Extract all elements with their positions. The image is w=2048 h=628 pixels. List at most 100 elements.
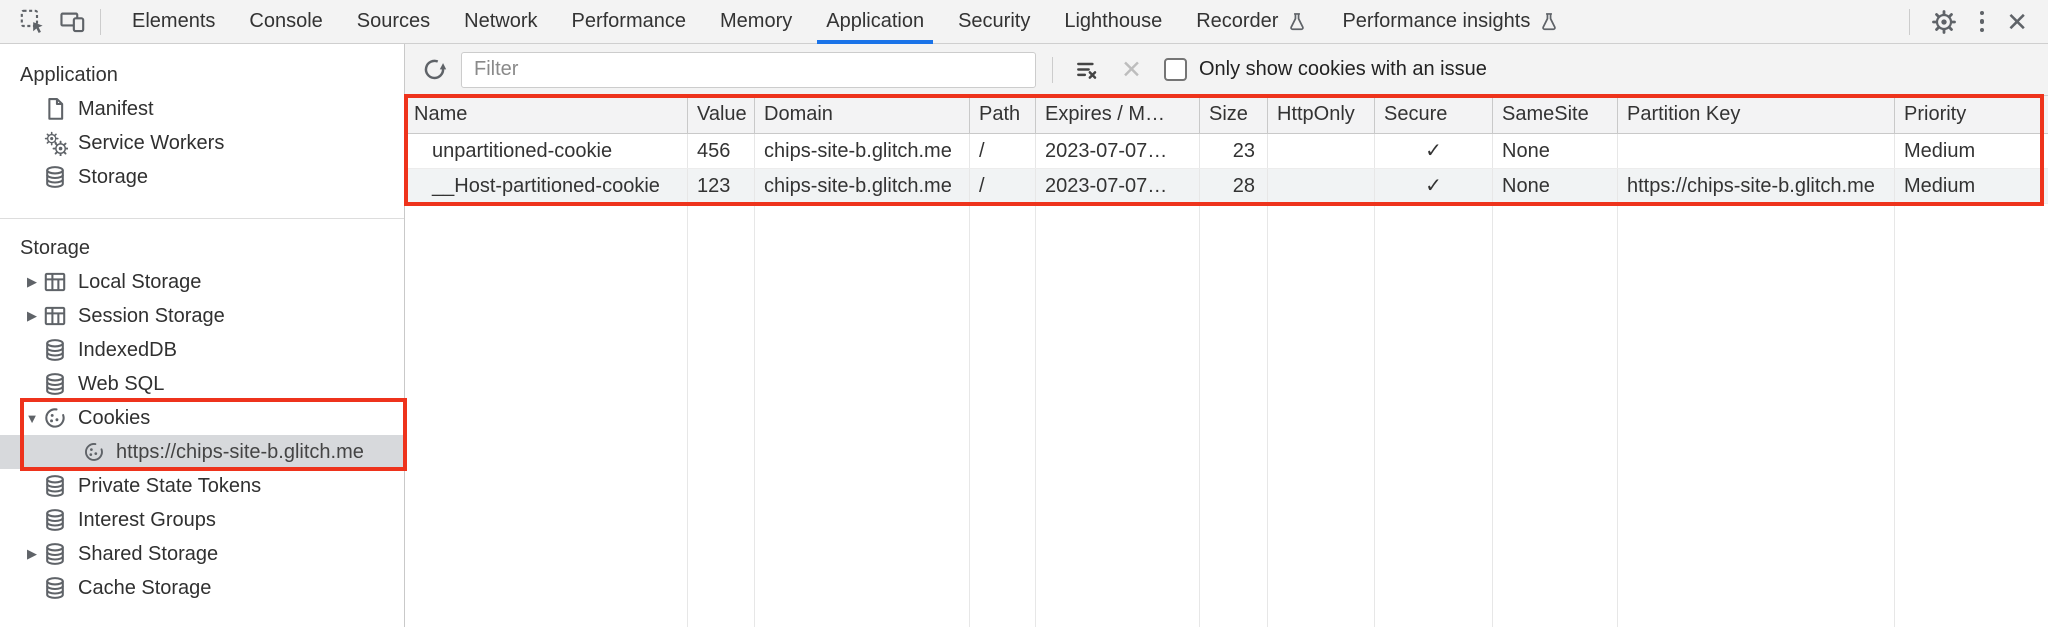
column-header-domain[interactable]: Domain: [755, 96, 970, 133]
cell-domain: chips-site-b.glitch.me: [755, 134, 970, 168]
sidebar-item-cookie-origin[interactable]: https://chips-site-b.glitch.me: [0, 435, 404, 469]
delete-cookie-button-disabled: ✕: [1121, 55, 1142, 84]
sidebar-item-web-sql[interactable]: Web SQL: [0, 367, 404, 401]
sidebar-item-session-storage[interactable]: ▶ Session Storage: [0, 299, 404, 333]
refresh-button[interactable]: [415, 51, 453, 89]
table-empty-area: [405, 204, 2048, 627]
sidebar-item-label: Shared Storage: [78, 542, 219, 565]
column-header-expires[interactable]: Expires / M…: [1036, 96, 1200, 133]
column-header-httponly[interactable]: HttpOnly: [1268, 96, 1375, 133]
toggle-device-toolbar-button[interactable]: [52, 0, 92, 44]
more-options-button[interactable]: [1970, 10, 1995, 33]
gear-icon: [1930, 8, 1958, 36]
sidebar-item-indexeddb[interactable]: IndexedDB: [0, 333, 404, 367]
cell-secure-checkmark: ✓: [1375, 169, 1493, 203]
table-row[interactable]: unpartitioned-cookie 456 chips-site-b.gl…: [405, 134, 2048, 169]
application-section: Application Manifest Service Workers Sto…: [0, 44, 404, 219]
tab-recorder[interactable]: Recorder: [1179, 0, 1325, 44]
tab-memory[interactable]: Memory: [703, 0, 809, 44]
chevron-right-icon[interactable]: ▶: [27, 546, 37, 561]
document-icon: [42, 96, 68, 122]
column-header-name[interactable]: Name: [405, 96, 688, 133]
cell-path: /: [970, 134, 1036, 168]
column-header-priority[interactable]: Priority: [1904, 103, 1967, 125]
tab-label: Console: [249, 10, 323, 32]
sidebar-item-cookies[interactable]: ▼ Cookies: [0, 401, 404, 435]
sidebar-item-shared-storage[interactable]: ▶ Shared Storage: [0, 537, 404, 571]
service-workers-icon: [42, 130, 68, 156]
table-icon: [42, 303, 68, 329]
cell-samesite: None: [1493, 134, 1618, 168]
tab-elements[interactable]: Elements: [115, 0, 232, 44]
chevron-right-icon[interactable]: ▶: [27, 308, 37, 323]
cookies-table: Name Value Domain Path Expires / M… Size…: [404, 94, 2048, 627]
tab-label: Sources: [356, 10, 431, 32]
panel-tabs: Elements Console Sources Network Perform…: [115, 0, 1577, 44]
tab-security[interactable]: Security: [941, 0, 1047, 44]
column-header-value[interactable]: Value: [688, 96, 755, 133]
cell-name: __Host-partitioned-cookie: [405, 169, 688, 203]
column-header-partition-key[interactable]: Partition Key: [1618, 96, 1895, 133]
column-header-path[interactable]: Path: [970, 96, 1036, 133]
tab-label: Security: [958, 10, 1031, 32]
chevron-down-icon[interactable]: ▼: [25, 410, 39, 426]
empty-cell: [1200, 204, 1268, 627]
column-header-samesite[interactable]: SameSite: [1493, 96, 1618, 133]
inspect-element-button[interactable]: [12, 0, 52, 44]
cell-priority: Medium: [1904, 175, 1976, 197]
cell-value: 456: [688, 134, 755, 168]
table-icon: [42, 269, 68, 295]
empty-cell: [1493, 204, 1618, 627]
sidebar-item-local-storage[interactable]: ▶ Local Storage: [0, 265, 404, 299]
database-icon: [42, 473, 68, 499]
cell-size: 28: [1200, 169, 1268, 203]
cell-expires: 2023-07-07…: [1036, 169, 1200, 203]
tab-performance-insights[interactable]: Performance insights: [1325, 0, 1577, 44]
cookie-icon: [82, 440, 106, 464]
cell-name: unpartitioned-cookie: [405, 134, 688, 168]
table-row[interactable]: __Host-partitioned-cookie 123 chips-site…: [405, 169, 2048, 204]
column-header-secure[interactable]: Secure: [1375, 96, 1493, 133]
empty-cell: [1375, 204, 1493, 627]
tab-network[interactable]: Network: [447, 0, 554, 44]
settings-button[interactable]: [1924, 0, 1964, 44]
sidebar-item-service-workers[interactable]: Service Workers: [0, 126, 404, 160]
application-section-title: Application: [20, 64, 118, 86]
only-issue-filter[interactable]: Only show cookies with an issue: [1163, 58, 1487, 81]
tab-sources[interactable]: Sources: [340, 0, 447, 44]
sidebar-item-manifest[interactable]: Manifest: [0, 92, 404, 126]
tab-application[interactable]: Application: [809, 0, 941, 44]
clear-filter-button[interactable]: [1069, 48, 1105, 92]
sidebar-item-private-state-tokens[interactable]: Private State Tokens: [0, 469, 404, 503]
tab-lighthouse[interactable]: Lighthouse: [1047, 0, 1179, 44]
cell-path: /: [970, 169, 1036, 203]
cell-partition-key: [1618, 134, 1895, 168]
cell-value: 123: [688, 169, 755, 203]
empty-cell: [755, 204, 970, 627]
sidebar-item-interest-groups[interactable]: Interest Groups: [0, 503, 404, 537]
column-header-size[interactable]: Size: [1200, 96, 1268, 133]
empty-cell: [405, 204, 688, 627]
refresh-icon: [421, 56, 448, 83]
sidebar-item-storage[interactable]: Storage: [0, 160, 404, 194]
sidebar-item-label: Private State Tokens: [78, 474, 262, 497]
database-icon: [42, 164, 68, 190]
tab-performance[interactable]: Performance: [555, 0, 704, 44]
empty-cell: [970, 204, 1036, 627]
toolbar-separator: [100, 8, 101, 35]
close-devtools-button[interactable]: ✕: [2006, 6, 2028, 37]
empty-cell: [688, 204, 755, 627]
only-issue-checkbox[interactable]: [1163, 58, 1187, 81]
tab-label: Recorder: [1196, 10, 1279, 32]
tab-label: Network: [464, 10, 538, 32]
inspect-cursor-icon: [19, 8, 46, 35]
chevron-right-icon[interactable]: ▶: [27, 274, 37, 289]
filter-input[interactable]: [461, 51, 1036, 88]
sidebar-item-cache-storage[interactable]: Cache Storage: [0, 571, 404, 605]
sidebar-item-label: https://chips-site-b.glitch.me: [116, 440, 364, 463]
cookies-panel: ✕ Only show cookies with an issue Name V…: [404, 44, 2048, 627]
tab-console[interactable]: Console: [232, 0, 339, 44]
device-toolbar-icon: [59, 8, 86, 35]
cell-httponly: [1268, 134, 1375, 168]
toolbar-separator: [1052, 56, 1053, 83]
